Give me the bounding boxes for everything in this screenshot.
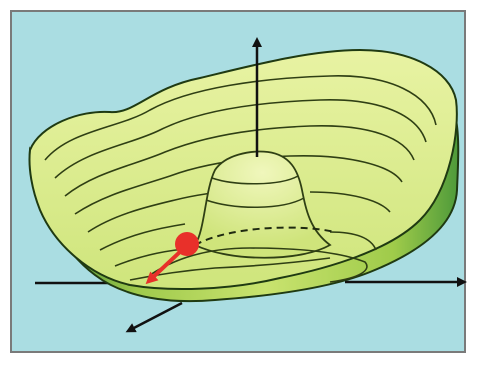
ground-state-ball <box>175 232 199 256</box>
depth-axis <box>130 303 182 330</box>
